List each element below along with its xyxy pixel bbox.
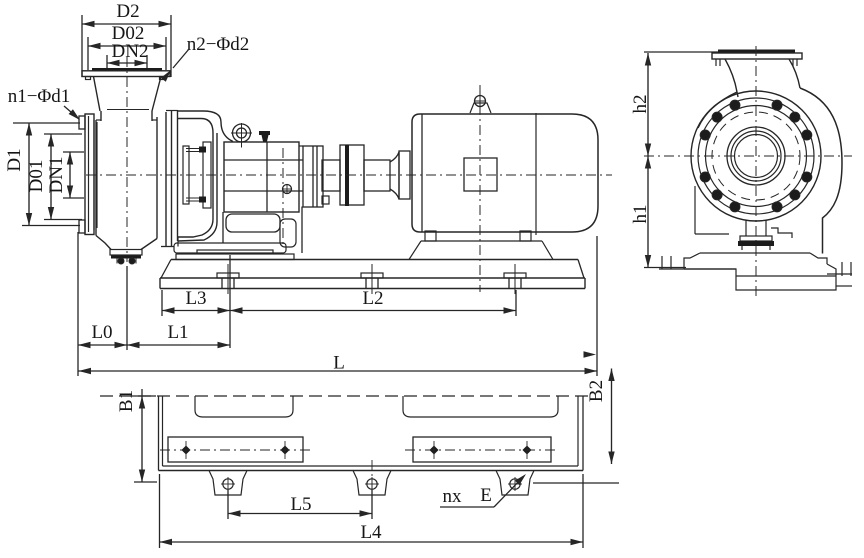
svg-text:h1: h1 xyxy=(630,205,651,224)
svg-text:D02: D02 xyxy=(112,23,145,44)
svg-text:B2: B2 xyxy=(586,380,607,402)
svg-text:DN2: DN2 xyxy=(112,41,149,62)
svg-text:n1−Φd1: n1−Φd1 xyxy=(8,86,71,107)
svg-text:L0: L0 xyxy=(91,322,112,343)
svg-text:D01: D01 xyxy=(26,160,47,193)
svg-text:L: L xyxy=(333,353,345,374)
svg-text:L3: L3 xyxy=(185,288,206,309)
svg-text:E: E xyxy=(480,485,492,506)
svg-text:D1: D1 xyxy=(4,148,25,171)
svg-text:h2: h2 xyxy=(630,95,651,114)
svg-text:B1: B1 xyxy=(116,390,137,412)
svg-text:L2: L2 xyxy=(362,288,383,309)
svg-text:L5: L5 xyxy=(290,494,311,515)
svg-text:DN1: DN1 xyxy=(46,157,67,194)
svg-text:L1: L1 xyxy=(167,322,188,343)
svg-text:nx: nx xyxy=(443,486,463,507)
svg-text:L4: L4 xyxy=(360,522,382,543)
svg-text:D2: D2 xyxy=(116,1,139,22)
svg-text:n2−Φd2: n2−Φd2 xyxy=(187,34,250,55)
